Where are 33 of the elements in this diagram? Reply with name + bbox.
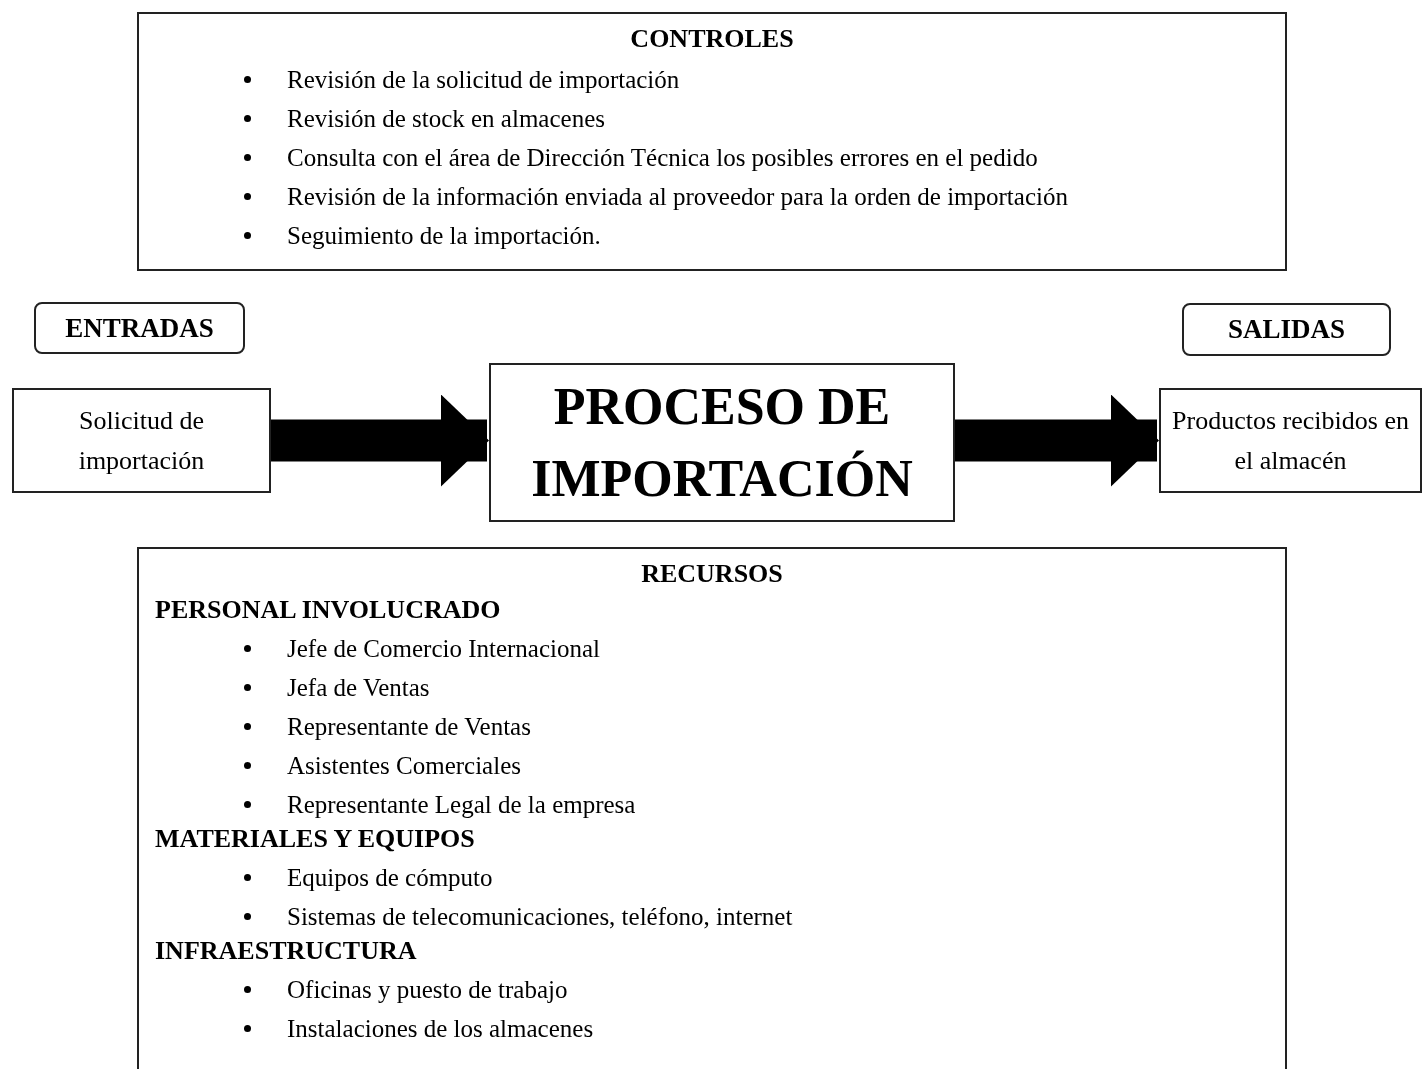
header-box [1182,303,1391,356]
bullet-item: Sistemas de telecomunicaciones, teléfono, internet [287,902,793,932]
section-heading: INFRAESTRUCTURA [154,936,418,966]
text-box [12,388,271,493]
bullet-item: Seguimiento de la importación. [287,221,601,251]
block-arrow [271,394,489,487]
bullet-item: Jefa de Ventas [287,673,430,703]
box-text: Solicitud de importación [77,404,206,477]
text-box [1159,388,1422,493]
panel-heading: CONTROLES [629,24,795,54]
bullet-item: Asistentes Comerciales [287,751,521,781]
process-box [489,363,955,522]
bullet-item: Revisión de la solicitud de importación [287,65,680,95]
panel-heading: RECURSOS [640,559,784,589]
bullet-item: Representante de Ventas [287,712,531,742]
text-panel [137,12,1287,271]
box-heading: SALIDAS [1227,314,1345,345]
process-title: PROCESO DE IMPORTACIÓN [530,376,914,509]
bullet-item: Jefe de Comercio Internacional [287,634,601,664]
bullet-item: Equipos de cómputo [287,863,493,893]
header-box [34,302,245,354]
bullet-item: Revisión de la información enviada al proveedor para la orden de importación [287,182,1068,212]
box-text: Productos recibidos en el almacén [1171,404,1410,477]
box-heading: ENTRADAS [65,312,214,344]
bullet-item: Oficinas y puesto de trabajo [287,975,568,1005]
bullet-item: Consulta con el área de Dirección Técnica los posibles errores en el pedido [287,143,1038,173]
section-heading: MATERIALES Y EQUIPOS [154,824,476,854]
bullet-item: Representante Legal de la empresa [287,790,636,820]
text-panel [137,547,1287,1069]
block-arrow [955,394,1159,487]
bullet-item: Revisión de stock en almacenes [287,104,605,134]
section-heading: PERSONAL INVOLUCRADO [154,595,502,625]
bullet-item: Instalaciones de los almacenes [287,1014,594,1044]
